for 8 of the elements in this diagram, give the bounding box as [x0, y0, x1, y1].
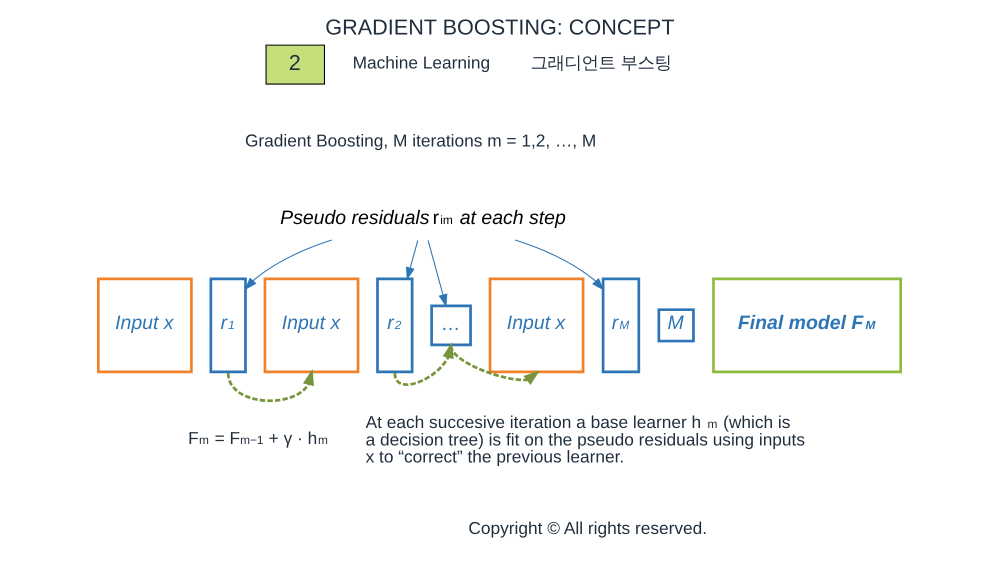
- diagram-title: GRADIENT BOOSTING: CONCEPT: [325, 14, 675, 40]
- node-text: Pseudo residuals rim at each step: [280, 207, 566, 230]
- label: 2: [288, 50, 301, 75]
- label: Copyright © All rights reserved.: [468, 518, 708, 538]
- label: 그래디언트 부스팅: [530, 52, 672, 73]
- label: Gradient Boosting, M iterations m = 1,2, …, M: [244, 130, 596, 151]
- label: Machine Learning: [352, 52, 490, 73]
- label: Fm = Fm−1 + γ · hm: [188, 428, 328, 448]
